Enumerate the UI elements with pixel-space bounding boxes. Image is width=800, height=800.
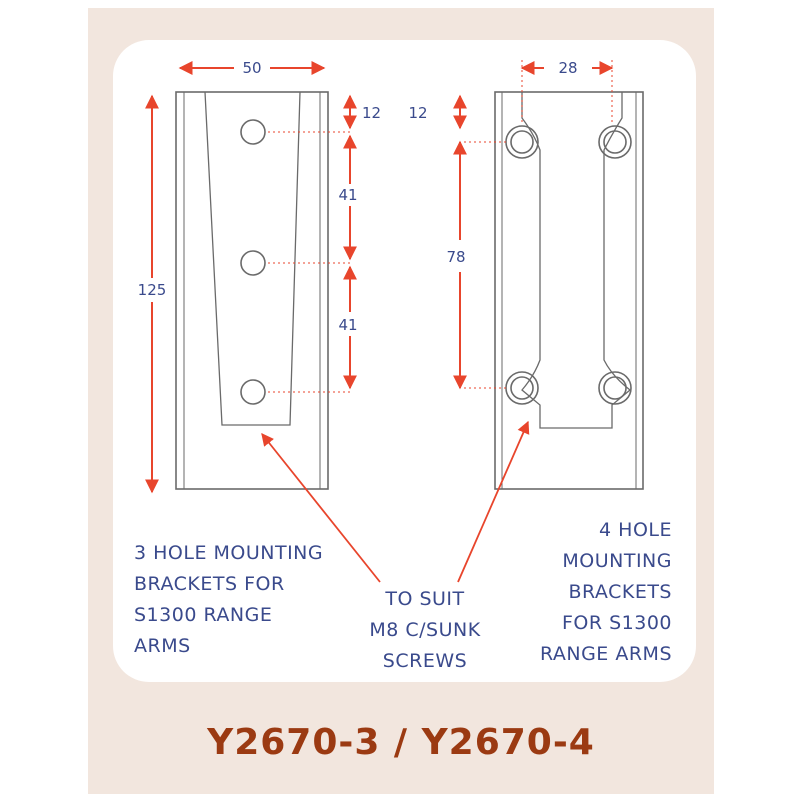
left-bracket (175, 91, 329, 490)
hole (510, 376, 534, 400)
height-label: 125 (138, 281, 167, 299)
hole (240, 119, 266, 145)
top-offset-label: 12 (362, 104, 381, 122)
right-bracket-caption: 4 HOLE MOUNTING BRACKETS FOR S1300 RANGE… (539, 519, 672, 665)
left-bracket-outline (175, 91, 329, 490)
left-dimensions (145, 61, 357, 494)
spacing-label: 41 (338, 186, 357, 204)
callout-arrow (457, 420, 530, 583)
right-dimensions (453, 61, 614, 390)
product-code: Y2670-3 / Y2670-4 (207, 722, 595, 763)
left-bracket-caption: 3 HOLE MOUNTING BRACKETS FOR S1300 RANGE… (134, 542, 324, 657)
hole (603, 130, 627, 154)
spacing-label: 78 (446, 248, 465, 266)
callout-arrow (261, 433, 381, 583)
hole (240, 379, 266, 405)
hole (598, 125, 632, 159)
screw-caption: TO SUIT M8 C/SUNK SCREWS (369, 588, 481, 672)
hole (510, 130, 534, 154)
width-label: 28 (558, 59, 577, 77)
hole (240, 250, 266, 276)
left-bracket-channel (204, 91, 301, 426)
hole (598, 371, 632, 405)
top-offset-label: 12 (408, 104, 427, 122)
right-hole-leaders (464, 60, 613, 389)
spacing-label: 41 (338, 316, 357, 334)
hole (603, 376, 627, 400)
right-bracket-outline (494, 91, 644, 490)
width-label: 50 (242, 59, 261, 77)
screw-callouts (261, 420, 530, 583)
right-bracket-channel (521, 92, 632, 429)
diagram-card (113, 40, 696, 682)
left-hole-leaders (268, 131, 350, 393)
right-bracket (494, 91, 644, 490)
